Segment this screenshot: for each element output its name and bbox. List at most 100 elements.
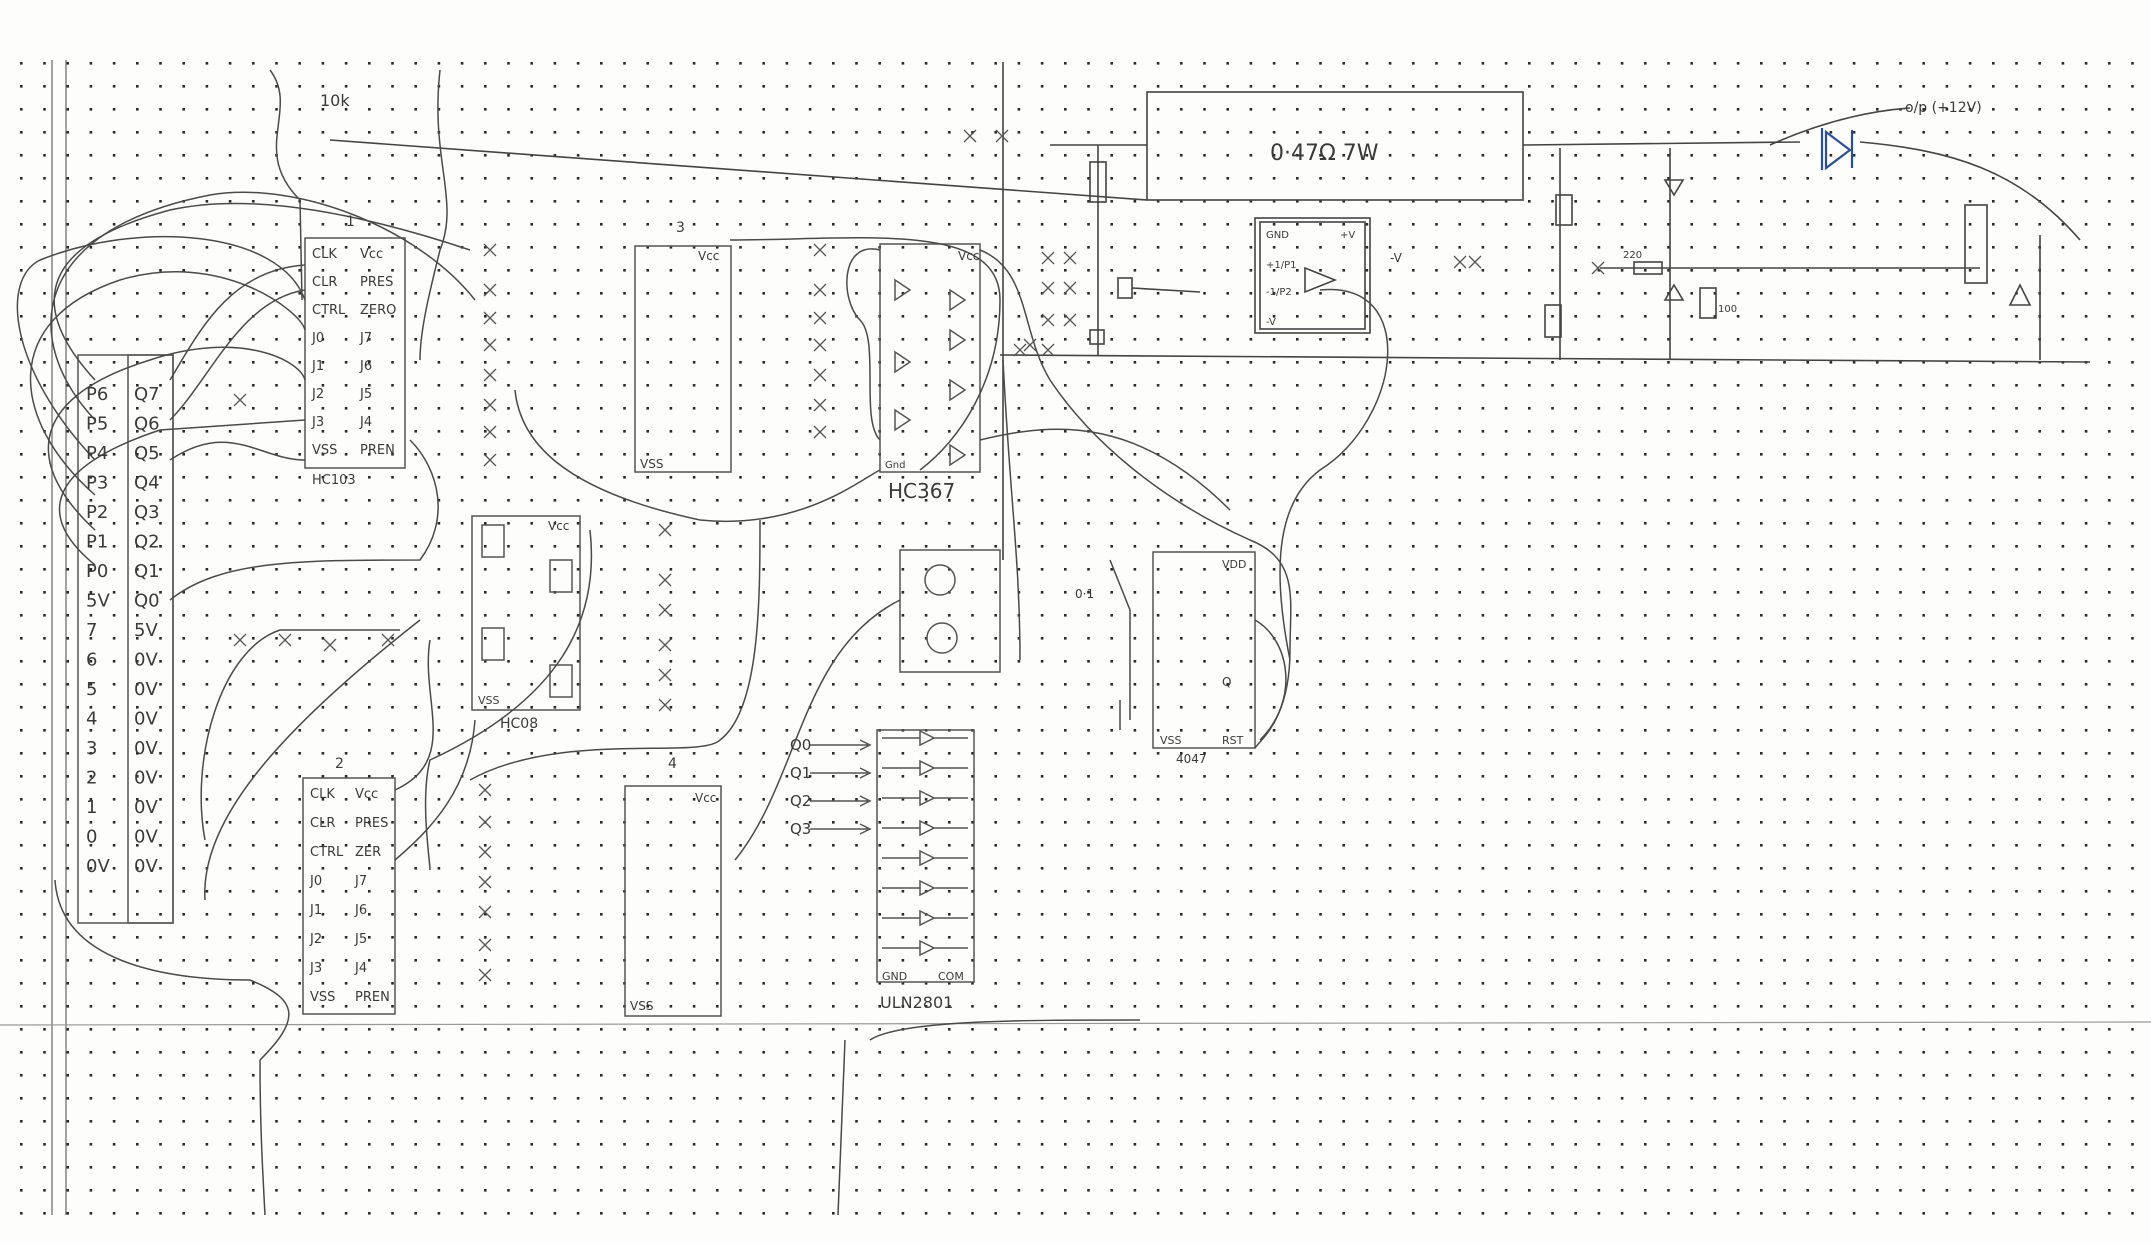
grid-hole <box>716 246 719 249</box>
grid-hole <box>1806 706 1809 709</box>
grid-hole <box>530 384 533 387</box>
grid-hole <box>43 292 46 295</box>
grid-hole <box>530 453 533 456</box>
grid-hole <box>692 131 696 134</box>
grid-hole <box>391 384 394 387</box>
grid-hole <box>855 913 858 916</box>
grid-hole <box>1133 223 1137 226</box>
grid-hole <box>460 752 464 755</box>
grid-hole <box>739 729 742 732</box>
grid-hole <box>321 936 325 939</box>
grid-hole <box>901 1189 905 1192</box>
wire <box>329 139 1148 201</box>
grid-hole <box>901 683 905 686</box>
grid-hole <box>1899 1212 1902 1215</box>
grid-hole <box>832 1189 835 1192</box>
grid-hole <box>1249 683 1253 686</box>
grid-hole <box>1412 131 1415 134</box>
grid-hole <box>576 1097 580 1100</box>
grid-hole <box>1203 1189 1206 1192</box>
grid-hole <box>1992 200 1995 203</box>
grid-hole <box>2131 798 2134 801</box>
grid-hole <box>553 108 557 111</box>
grid-hole <box>646 614 649 617</box>
grid-hole <box>2084 660 2088 663</box>
grid-hole <box>391 1074 394 1077</box>
connector-pin-label: 5V <box>134 620 158 641</box>
grid-hole <box>1620 1097 1624 1100</box>
grid-hole <box>344 85 348 88</box>
grid-hole <box>391 177 394 180</box>
grid-hole <box>1713 936 1717 939</box>
grid-hole <box>1829 1005 1833 1008</box>
grid-hole <box>1829 200 1833 203</box>
grid-hole <box>66 1212 69 1215</box>
grid-hole <box>692 361 696 364</box>
grid-hole <box>1713 821 1717 824</box>
grid-hole <box>1458 1120 1461 1123</box>
grid-hole <box>1945 936 1949 939</box>
grid-hole <box>507 85 510 88</box>
grid-hole <box>2131 246 2134 249</box>
grid-hole <box>553 683 557 686</box>
grid-hole <box>1713 890 1717 893</box>
grid-hole <box>1829 131 1833 134</box>
grid-hole <box>1760 1028 1763 1031</box>
grid-hole <box>484 614 487 617</box>
grid-hole <box>2061 683 2065 686</box>
grid-hole <box>808 752 812 755</box>
grid-hole <box>1574 269 1577 272</box>
grid-hole <box>2061 729 2065 732</box>
grid-hole <box>66 177 69 180</box>
grid-hole <box>1249 108 1253 111</box>
grid-hole <box>1945 1028 1949 1031</box>
grid-hole <box>1180 200 1183 203</box>
grid-hole <box>1087 223 1090 226</box>
grid-hole <box>136 177 139 180</box>
grid-hole <box>2061 315 2065 318</box>
grid-hole <box>623 545 626 548</box>
grid-hole <box>1296 1097 1299 1100</box>
grid-hole <box>112 844 116 847</box>
grid-hole <box>600 453 603 456</box>
grid-hole <box>275 982 278 985</box>
grid-hole <box>1458 1097 1461 1100</box>
grid-hole <box>1922 246 1925 249</box>
grid-hole <box>600 614 603 617</box>
grid-hole <box>2131 1166 2134 1169</box>
grid-hole <box>182 729 185 732</box>
grid-hole <box>1017 959 1021 962</box>
grid-hole <box>2061 913 2065 916</box>
grid-hole <box>878 1189 881 1192</box>
grid-hole <box>182 315 185 318</box>
cut-mark <box>478 938 492 952</box>
grid-hole <box>1667 1051 1670 1054</box>
grid-hole <box>1968 821 1972 824</box>
grid-hole <box>159 1051 162 1054</box>
grid-hole <box>832 614 835 617</box>
grid-hole <box>878 545 881 548</box>
grid-hole <box>1644 775 1647 778</box>
grid-hole <box>1226 131 1229 134</box>
grid-hole <box>1783 1028 1786 1031</box>
grid-hole <box>1296 775 1299 778</box>
grid-hole <box>1064 706 1067 709</box>
grid-hole <box>112 637 116 640</box>
grid-hole <box>1249 706 1253 709</box>
grid-hole <box>669 1074 673 1077</box>
grid-hole <box>1713 1189 1717 1192</box>
grid-hole <box>1017 821 1021 824</box>
grid-hole <box>1342 982 1345 985</box>
grid-hole <box>205 154 209 157</box>
grid-hole <box>2061 1120 2065 1123</box>
grid-hole <box>1458 660 1461 663</box>
grid-hole <box>344 821 348 824</box>
grid-hole <box>112 729 116 732</box>
grid-hole <box>1133 729 1137 732</box>
grid-hole <box>1412 177 1415 180</box>
grid-hole <box>1551 982 1554 985</box>
cut-mark <box>483 453 497 467</box>
grid-hole <box>344 890 348 893</box>
grid-hole <box>716 154 719 157</box>
grid-hole <box>1203 338 1206 341</box>
